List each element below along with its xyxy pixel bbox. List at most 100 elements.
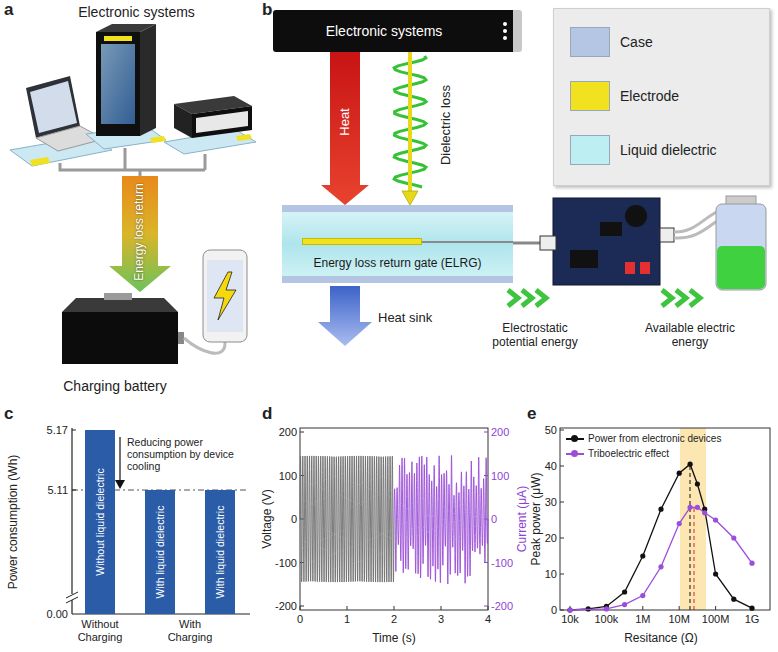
node-label: With liquid dielectric [214, 506, 226, 599]
peak-marker [694, 508, 695, 610]
data-point [713, 571, 718, 576]
heat-sink-arrow [318, 286, 372, 346]
legend-swatch [570, 81, 610, 111]
tick-label: -200 [275, 600, 297, 613]
node-label: Electronic systems [273, 23, 513, 39]
legend-label: Triboelectric effect [588, 447, 669, 461]
axis-title: Time (s) [372, 632, 416, 646]
illustration-polygon [96, 24, 156, 32]
legend-label: Case [620, 34, 653, 50]
illustration-polyline [508, 290, 518, 306]
illustration-rect [640, 262, 650, 274]
axis-title: Voltage (V) [261, 489, 275, 548]
tick-label: 10k [561, 613, 579, 626]
device-group: Electronic systems [10, 4, 263, 176]
illustration-polygon [174, 104, 192, 138]
power-curve [570, 464, 752, 610]
tick-mark [394, 606, 395, 610]
power-curve [570, 507, 752, 610]
tick-label: 0.00 [47, 608, 68, 621]
data-point [658, 507, 663, 512]
bar: With liquid dielectric [205, 490, 235, 614]
data-point [695, 481, 700, 486]
bar: With liquid dielectric [145, 490, 175, 614]
tick-label: 100 [491, 469, 509, 482]
tick-label: 200 [279, 426, 297, 439]
illustration-line [66, 597, 78, 603]
data-point [604, 606, 609, 611]
legend-box: CaseElectrodeLiquid dielectric [553, 8, 770, 186]
legend-swatch [570, 27, 610, 57]
category-label: Without Charging [69, 618, 131, 643]
illustration-rect [625, 262, 635, 274]
data-point [622, 589, 627, 594]
illustration-polygon [196, 111, 248, 133]
legend-dot [571, 450, 578, 457]
tick-label: 1M [635, 613, 650, 626]
data-point [567, 607, 572, 612]
bar: Without liquid dielectric [85, 430, 115, 614]
tick-label: 40 [545, 460, 557, 473]
data-point [640, 593, 645, 598]
tick-label: 5.11 [47, 484, 68, 497]
connector [321, 52, 369, 205]
arrowhead [402, 191, 418, 205]
tick-label: 100k [594, 613, 618, 626]
tick-mark [300, 606, 301, 610]
illustration-polygon [214, 272, 236, 320]
peak-marker [690, 466, 691, 610]
status-dots [503, 22, 507, 26]
battery-unit: Charging battery [32, 292, 198, 394]
tick-label: 4 [485, 613, 491, 626]
data-point [702, 510, 707, 515]
tick-mark [347, 606, 348, 610]
plot-frame [560, 428, 770, 610]
tick-mark [560, 466, 564, 467]
flow-chevrons [508, 290, 700, 306]
illustration-polygon [115, 480, 125, 489]
illustration-rect [203, 250, 247, 342]
illustration-polygon [30, 81, 77, 133]
illustration-polygon [140, 24, 156, 136]
data-point [749, 561, 754, 566]
tick-mark [642, 606, 643, 610]
tick-label: 100M [702, 613, 730, 626]
tick-label: 10 [545, 568, 557, 581]
tick-label: 1 [344, 613, 350, 626]
elrg-container: Energy loss return gate (ELRG) [282, 205, 513, 283]
node-label: With liquid dielectric [154, 506, 166, 599]
current-trace [394, 455, 488, 584]
tick-mark [300, 606, 304, 607]
node-label: Energy loss return gate (ELRG) [282, 257, 513, 271]
illustration-line [72, 490, 76, 491]
tick-mark [300, 432, 304, 433]
illustration-rect [540, 236, 556, 250]
battery [62, 293, 225, 364]
plot-frame [300, 428, 488, 610]
tick-mark [560, 430, 564, 431]
illustration-line [71, 428, 72, 614]
illustration-polygon [30, 157, 50, 166]
block-arrow [321, 52, 369, 205]
illustration-rect [716, 204, 766, 290]
bar-chart-axes [66, 428, 250, 614]
connector-line [408, 52, 412, 191]
stage-label: Available electric energy [640, 322, 740, 350]
tick-mark [560, 538, 564, 539]
node-label: Charging battery [32, 378, 198, 394]
tick-mark [441, 606, 442, 610]
data-point [658, 564, 663, 569]
tick-label: 0 [551, 604, 557, 617]
set-top-box [164, 96, 256, 154]
electrode [302, 238, 422, 245]
tick-label: -100 [275, 556, 297, 569]
tick-label: 50 [545, 424, 557, 437]
connector [109, 176, 171, 292]
legend-marker [566, 450, 584, 458]
tick-label: 3 [438, 613, 444, 626]
data-point [640, 553, 645, 558]
illustration-rect [570, 250, 598, 268]
tick-mark [679, 606, 680, 610]
data-point [688, 462, 693, 467]
